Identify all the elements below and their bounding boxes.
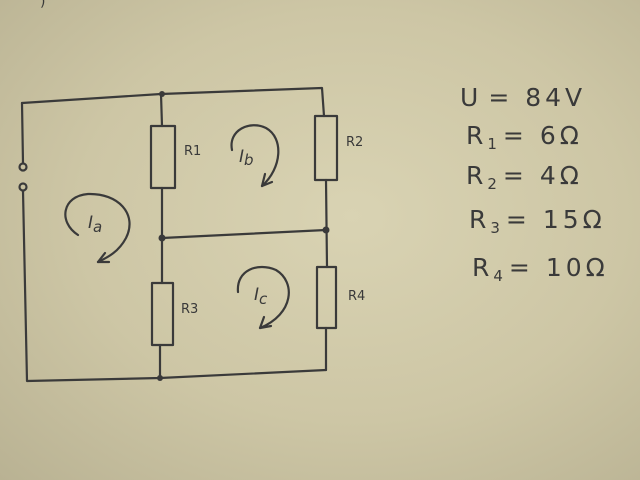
loop-b-arrow-icon — [230, 124, 280, 188]
label-r4: R4 — [348, 289, 365, 304]
top-wire — [20, 86, 326, 118]
source-terminal-bottom — [18, 182, 28, 192]
given-r3: R3= 15Ω — [469, 205, 606, 237]
middle-horizontal-wire — [160, 228, 328, 240]
resistor-r2 — [313, 114, 339, 182]
resistor-r4 — [315, 265, 338, 330]
bottom-wire — [21, 189, 328, 383]
loop-a-arrow-icon — [64, 192, 131, 264]
resistor-r1 — [149, 124, 177, 190]
r1-top-lead — [159, 92, 164, 128]
given-r2: R2= 4Ω — [466, 161, 583, 193]
given-r4: R4= 10Ω — [472, 253, 609, 285]
junction-middle-right — [322, 226, 330, 234]
resistor-r3 — [150, 281, 175, 347]
loop-c-label: Ic — [254, 285, 268, 308]
junction-middle-left — [158, 234, 166, 242]
loop-b-label: Ib — [239, 147, 254, 169]
given-u: U= 84V — [460, 83, 586, 112]
junction-bottom — [157, 375, 163, 381]
given-values: U= 84V R1= 6Ω R2= 4Ω R3= 15Ω R4= 10Ω — [460, 83, 609, 285]
given-r1: R1= 6Ω — [466, 121, 583, 153]
loop-a-label: Ia — [88, 213, 102, 236]
label-r2: R2 — [346, 135, 363, 150]
label-r1: R1 — [184, 144, 201, 159]
label-r3: R3 — [181, 302, 198, 317]
top-scribble: ) — [40, 0, 45, 10]
r2-r4-wire — [324, 178, 329, 269]
junction-top — [159, 91, 165, 97]
left-wire-upper — [20, 101, 25, 165]
loop-c-arrow-icon — [236, 265, 290, 330]
source-terminal-top — [18, 162, 28, 172]
